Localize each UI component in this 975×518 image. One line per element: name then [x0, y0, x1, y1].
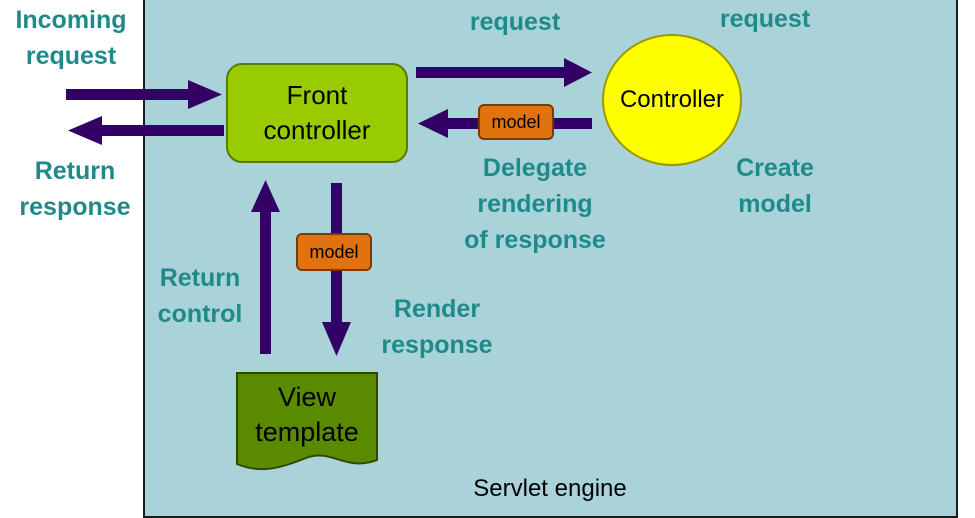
- incoming-request-arrow: [66, 80, 222, 109]
- incoming-request-label: Incoming request: [15, 6, 127, 70]
- model-badge-top: model: [478, 104, 554, 140]
- return-control-label: Return control: [157, 264, 243, 328]
- return-control-arrow: [251, 180, 280, 354]
- return-response-label: Return response: [19, 157, 131, 221]
- create-model-label: Create model: [736, 154, 814, 218]
- model-badge-left: model: [296, 233, 372, 271]
- delegate-request-arrow: [416, 58, 592, 87]
- controller-request-label: request: [719, 5, 811, 33]
- front-controller-box: Front controller: [226, 63, 408, 163]
- view-template-label: View template: [255, 382, 359, 447]
- return-response-arrow: [68, 116, 224, 145]
- servlet-engine-label: Servlet engine: [473, 475, 627, 502]
- view-template-document-shape: [236, 372, 378, 471]
- delegate-request-label: request: [469, 8, 561, 36]
- controller-circle: Controller: [602, 34, 742, 166]
- render-response-label: Render response: [381, 295, 493, 359]
- delegate-rendering-label: Delegate rendering of response: [464, 154, 606, 254]
